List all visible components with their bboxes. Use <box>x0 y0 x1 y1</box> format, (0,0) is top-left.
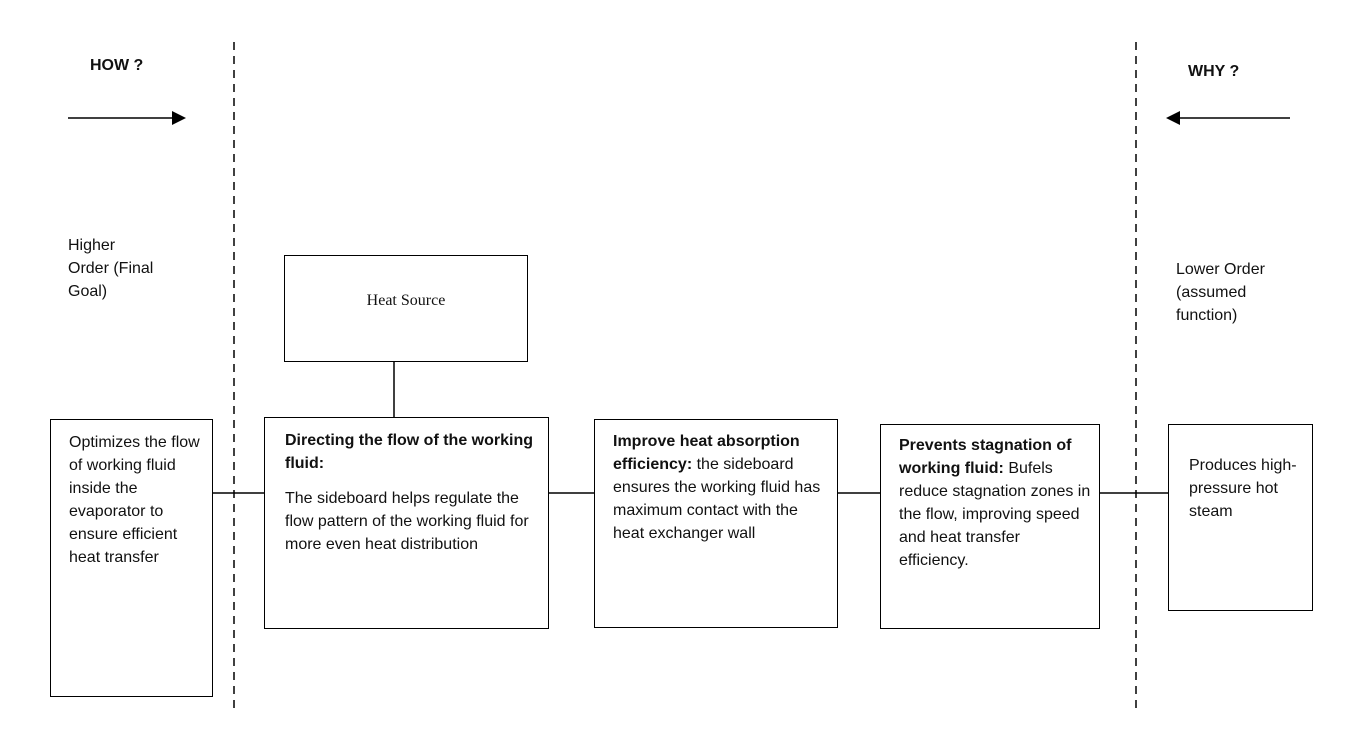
prevents-stagnation-box: Prevents stagnation of working fluid: Bu… <box>880 424 1100 629</box>
prevents-stagnation-body: Bufels reduce stagnation zones in the fl… <box>899 460 1091 569</box>
directing-flow-box: Directing the flow of the working fluid:… <box>264 417 549 629</box>
directing-flow-body: The sideboard helps regulate the flow pa… <box>285 490 529 553</box>
higher-order-label: Higher Order (Final Goal) <box>68 237 154 300</box>
why-arrow-icon <box>1166 111 1290 125</box>
prevents-stagnation-text: Prevents stagnation of working fluid: Bu… <box>899 434 1093 572</box>
heat-source-box: Heat Source <box>284 255 528 362</box>
assumed-function-box: Produces high-pressure hot steam <box>1168 424 1313 611</box>
improve-heat-title: Improve heat absorption efficiency: <box>613 433 800 473</box>
assumed-function-text: Produces high-pressure hot steam <box>1189 457 1297 520</box>
improve-heat-box: Improve heat absorption efficiency: the … <box>594 419 838 628</box>
prevents-stagnation-title: Prevents stagnation of working fluid: <box>899 437 1072 477</box>
improve-heat-text: Improve heat absorption efficiency: the … <box>613 430 827 545</box>
final-goal-box: Optimizes the flow of working fluid insi… <box>50 419 213 697</box>
lower-order-label: Lower Order (assumed function) <box>1176 261 1265 324</box>
final-goal-text: Optimizes the flow of working fluid insi… <box>69 434 200 566</box>
why-label: WHY ? <box>1188 63 1240 80</box>
improve-heat-body: the sideboard ensures the working fluid … <box>613 456 821 542</box>
directing-flow-title: Directing the flow of the working fluid: <box>285 432 533 472</box>
how-label: HOW ? <box>90 57 144 74</box>
how-arrow-icon <box>68 111 186 125</box>
heat-source-label: Heat Source <box>366 292 446 309</box>
